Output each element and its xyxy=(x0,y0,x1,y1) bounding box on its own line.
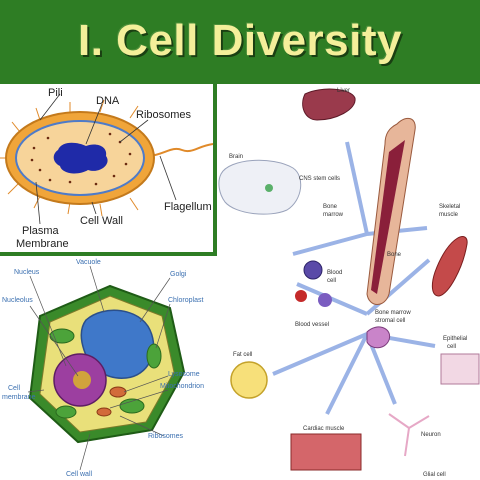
prokaryote-diagram: Pili DNA Ribosomes Flagellum Plasma Memb… xyxy=(0,87,213,250)
bone-marrow-shape xyxy=(371,140,405,294)
skeletal-muscle-shape xyxy=(431,236,468,297)
panel-divider-vertical xyxy=(213,84,217,256)
label-cardiac-muscle: Cardiac muscle xyxy=(303,426,345,432)
panel-divider-horizontal xyxy=(0,252,217,256)
label-brain: Brain xyxy=(229,154,243,160)
label-plasma-membrane-2: Membrane xyxy=(16,238,69,250)
vacuole-shape xyxy=(80,309,155,379)
label-blood-cell-2: cell xyxy=(327,278,336,284)
title-banner: I. Cell Diversity xyxy=(0,0,480,84)
label-glial-cell: Glial cell xyxy=(423,472,446,478)
label-skeletal-1: Skeletal xyxy=(439,204,460,210)
label-cell-wall: Cell Wall xyxy=(80,215,123,227)
label-cell-membrane-1: Cell xyxy=(8,385,21,392)
label-nucleus: Nucleus xyxy=(14,269,40,276)
label-blood-vessel: Blood vessel xyxy=(295,322,329,328)
chloroplast-shapes xyxy=(49,328,162,419)
red-blood-cell-shape xyxy=(295,290,307,302)
label-fat-cell: Fat cell xyxy=(233,352,252,358)
brain-shape xyxy=(218,159,302,215)
label-liver: Liver xyxy=(337,88,350,94)
label-epithelial-2: cell xyxy=(447,344,456,350)
label-golgi: Golgi xyxy=(170,271,187,278)
fat-cell-shape xyxy=(230,361,268,399)
label-stromal-1: Bone marrow xyxy=(375,310,411,316)
blood-cell-shape xyxy=(303,260,323,280)
stromal-cell-shape xyxy=(366,326,391,349)
stem-cell-diagram: Liver Brain CNS stem cells Bone marrow B… xyxy=(218,88,480,478)
cns-stem-cell-shape xyxy=(265,184,273,192)
label-flagellum: Flagellum xyxy=(164,201,212,213)
label-bone-marrow-2: marrow xyxy=(323,212,344,218)
label-epithelial-1: Epithelial xyxy=(443,336,467,342)
flagellum-shape xyxy=(149,143,213,157)
label-cell-wall: Cell wall xyxy=(66,471,93,478)
label-ribosomes: Ribosomes xyxy=(136,109,192,121)
label-blood-cell-1: Blood xyxy=(327,270,342,276)
label-vacuole: Vacuole xyxy=(76,259,101,266)
label-ribosomes: Ribosomes xyxy=(148,433,184,440)
label-cns-stem-cells: CNS stem cells xyxy=(299,176,340,182)
neuron-shape xyxy=(388,413,430,457)
label-dna: DNA xyxy=(96,95,120,107)
label-skeletal-2: muscle xyxy=(439,212,459,218)
label-pili: Pili xyxy=(48,87,63,99)
label-bone-marrow-1: Bone xyxy=(323,204,338,210)
label-bone: Bone xyxy=(387,252,402,258)
label-cell-membrane-2: membrane xyxy=(2,394,36,401)
stem-cell-panel: Liver Brain CNS stem cells Bone marrow B… xyxy=(217,84,480,480)
white-blood-cell-shape xyxy=(318,293,332,307)
label-chloroplast: Chloroplast xyxy=(168,297,203,304)
label-lysosome: Lysosome xyxy=(168,371,200,378)
dna-shape xyxy=(53,142,108,174)
plant-cell-panel: Nucleus Vacuole Golgi Nucleolus Chloropl… xyxy=(0,256,217,480)
slide-title: I. Cell Diversity xyxy=(78,16,402,65)
label-neuron: Neuron xyxy=(421,432,441,438)
prokaryote-cell-panel: Pili DNA Ribosomes Flagellum Plasma Memb… xyxy=(0,84,213,252)
plant-cell-diagram: Nucleus Vacuole Golgi Nucleolus Chloropl… xyxy=(2,259,204,478)
label-mitochondrion: Mitochondrion xyxy=(160,383,204,390)
label-plasma-membrane-1: Plasma xyxy=(22,225,60,237)
epithelial-cell-shape xyxy=(440,353,480,385)
label-nucleolus: Nucleolus xyxy=(2,297,33,304)
label-stromal-2: stromal cell xyxy=(375,318,405,324)
nucleolus-shape xyxy=(73,371,91,389)
cardiac-muscle-shape xyxy=(290,433,362,471)
mitochondrion-shapes xyxy=(96,386,127,417)
liver-shape xyxy=(302,88,356,121)
